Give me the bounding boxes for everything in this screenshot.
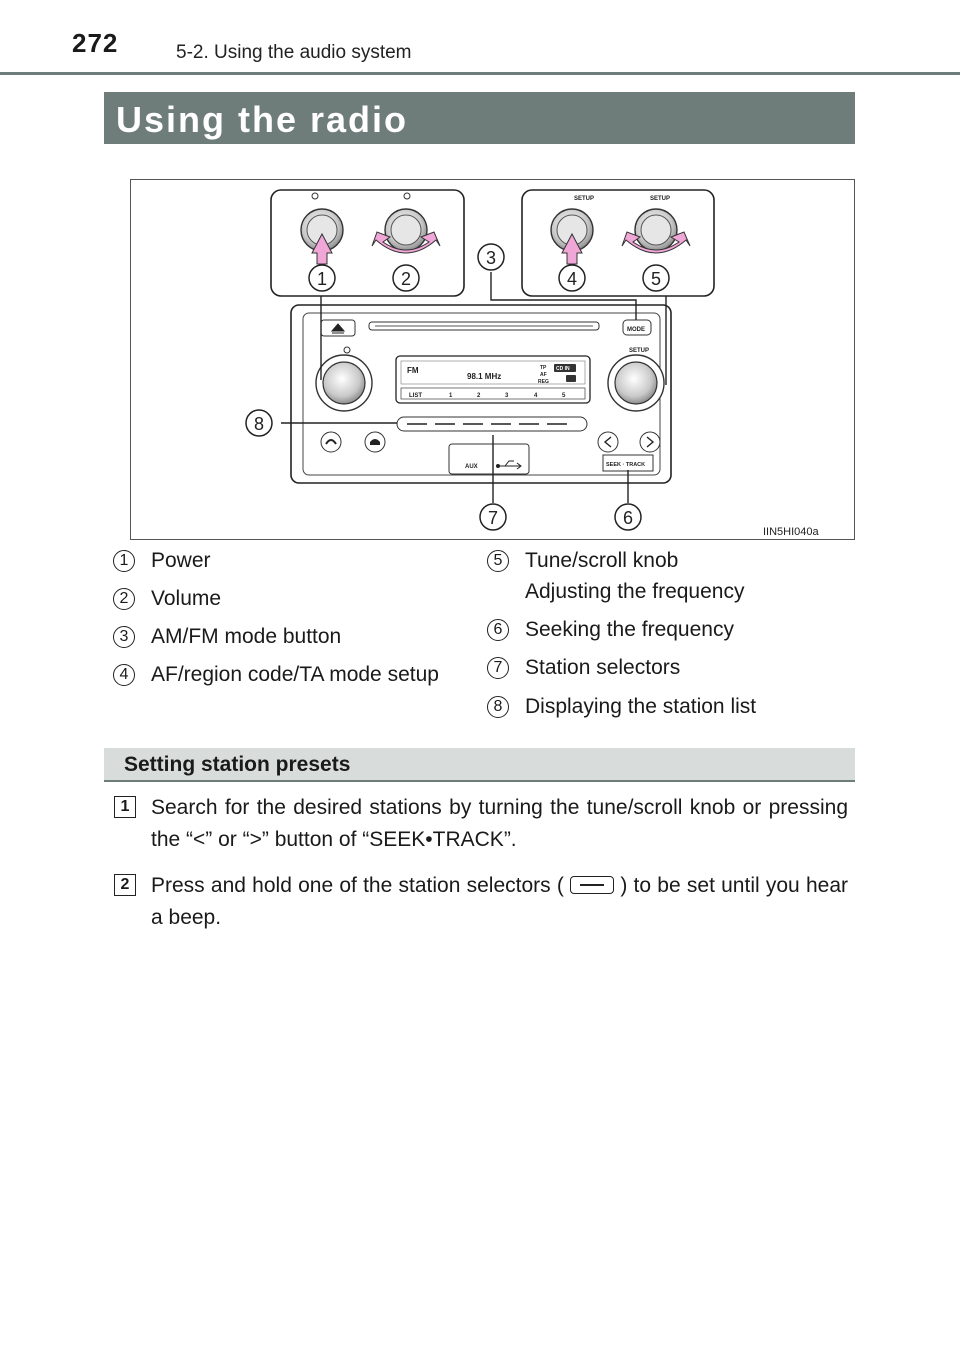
display-flag-tp: TP bbox=[540, 365, 547, 371]
display-cd-badge: CD IN bbox=[556, 366, 570, 372]
setup-label-panel: SETUP bbox=[629, 348, 649, 354]
step-number: 1 bbox=[114, 796, 136, 818]
svg-text:7: 7 bbox=[488, 508, 498, 528]
page-number: 272 bbox=[72, 28, 119, 58]
page-title: Using the radio bbox=[116, 99, 409, 140]
step-1: 1 Search for the desired stations by tur… bbox=[114, 792, 854, 862]
mode-button-label: MODE bbox=[627, 327, 645, 333]
tune-knob-detail: SETUP bbox=[621, 196, 691, 254]
step-2: 2 Press and hold one of the station sele… bbox=[114, 870, 854, 940]
aux-label: AUX bbox=[465, 464, 478, 470]
display-flag-reg: REG bbox=[538, 379, 549, 385]
step-text-after: ) to be set until you hear a beep. bbox=[151, 874, 848, 929]
power-knob-detail bbox=[300, 192, 344, 265]
section-breadcrumb: 5-2. Using the audio system bbox=[176, 42, 412, 63]
legend-label: AF/region code/TA mode setup bbox=[151, 663, 439, 686]
seek-track-label: SEEK · TRACK bbox=[606, 462, 645, 468]
radio-panel-illustration: SETUP SETUP MODE SETUP bbox=[245, 189, 820, 538]
subsection-heading: Setting station presets bbox=[124, 753, 351, 776]
step-number: 2 bbox=[114, 874, 136, 896]
legend-label: AM/FM mode button bbox=[151, 625, 342, 648]
svg-text:2: 2 bbox=[401, 269, 411, 289]
callout-5: 5 bbox=[642, 264, 670, 292]
header-divider bbox=[0, 72, 960, 75]
step-text: Press and hold one of the station select… bbox=[151, 870, 848, 934]
callout-2: 2 bbox=[392, 264, 420, 292]
display-preset-2: 2 bbox=[477, 393, 481, 399]
legend-number: 8 bbox=[487, 696, 509, 718]
legend-sublabel: Adjusting the frequency bbox=[525, 580, 745, 603]
setup-label-2: SETUP bbox=[650, 196, 670, 202]
svg-text:6: 6 bbox=[623, 508, 633, 528]
display-preset-3: 3 bbox=[505, 393, 509, 399]
legend-number: 2 bbox=[113, 588, 135, 610]
svg-text:5: 5 bbox=[651, 269, 661, 289]
setup-label-1: SETUP bbox=[574, 196, 594, 202]
legend-label: Power bbox=[151, 549, 211, 572]
legend-label: Displaying the station list bbox=[525, 695, 757, 718]
radio-head-unit: MODE SETUP FM 98.1 MHz TP AF REG CD IN L… bbox=[290, 304, 672, 484]
legend-number: 1 bbox=[113, 550, 135, 572]
legend-number: 6 bbox=[487, 619, 509, 641]
callout-7: 7 bbox=[479, 503, 507, 531]
legend-label: Tune/scroll knob bbox=[525, 549, 679, 572]
legend-number: 4 bbox=[113, 664, 135, 686]
legend-number: 7 bbox=[487, 657, 509, 679]
step-text-before: Press and hold one of the station select… bbox=[151, 874, 564, 897]
station-selector-icon bbox=[570, 876, 615, 894]
figure-code: IIN5HI040a bbox=[763, 526, 820, 538]
callout-1: 1 bbox=[308, 264, 336, 292]
callout-6: 6 bbox=[614, 503, 642, 531]
volume-knob-detail bbox=[371, 192, 441, 254]
callout-8: 8 bbox=[245, 409, 273, 437]
display-preset-4: 4 bbox=[534, 393, 538, 399]
legend-label: Volume bbox=[151, 587, 222, 610]
legend-label: Seeking the frequency bbox=[525, 618, 734, 641]
display-list-label: LIST bbox=[409, 393, 422, 399]
display-band: FM bbox=[407, 366, 419, 375]
subsection-heading-bar: Setting station presets bbox=[104, 748, 855, 782]
display-frequency: 98.1 MHz bbox=[467, 372, 501, 381]
setup-knob-detail: SETUP bbox=[550, 196, 594, 265]
svg-text:3: 3 bbox=[486, 248, 496, 268]
callout-leaders bbox=[281, 272, 667, 503]
display-flag-af: AF bbox=[540, 372, 547, 378]
radio-panel-figure: SETUP SETUP MODE SETUP bbox=[130, 179, 855, 540]
svg-text:1: 1 bbox=[317, 269, 327, 289]
step-text: Search for the desired stations by turni… bbox=[151, 796, 848, 851]
callout-4: 4 bbox=[558, 264, 586, 292]
display-preset-1: 1 bbox=[449, 393, 453, 399]
svg-text:8: 8 bbox=[254, 414, 264, 434]
legend-label: Station selectors bbox=[525, 656, 681, 679]
display-preset-5: 5 bbox=[562, 393, 566, 399]
callout-3: 3 bbox=[477, 243, 505, 271]
detail-box-right bbox=[521, 189, 715, 297]
svg-text:4: 4 bbox=[567, 269, 577, 289]
page-title-bar: Using the radio bbox=[104, 92, 855, 144]
detail-box-left bbox=[270, 189, 465, 297]
legend-number: 3 bbox=[113, 626, 135, 648]
legend-number: 5 bbox=[487, 550, 509, 572]
page-header: 272 5-2. Using the audio system bbox=[0, 0, 960, 80]
